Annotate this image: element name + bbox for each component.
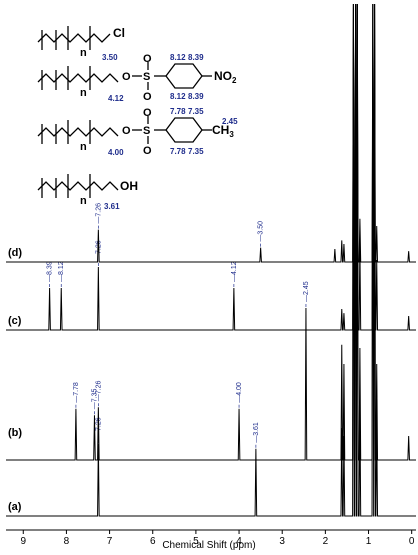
group-ch3: CH3 [212, 123, 234, 139]
shift-3.50-struct: 3.50 [102, 53, 118, 62]
series-label-a: (a) [8, 501, 22, 513]
structure-nosylate [37, 62, 212, 90]
x-tick-label: 0 [409, 536, 415, 547]
repeat-n-4: n [80, 195, 87, 207]
x-tick-label: 6 [150, 536, 156, 547]
svg-text:O: O [122, 125, 131, 137]
shift-3.61-struct: 3.61 [104, 202, 120, 211]
structure-alcohol [37, 174, 119, 198]
repeat-n-2: n [80, 87, 87, 99]
shift-7.35-top: 7.35 [188, 107, 204, 116]
structure-tosylate [37, 116, 212, 144]
group-no2: NO2 [214, 69, 237, 85]
repeat-n-3: n [80, 141, 87, 153]
x-axis-ticks: 9 8 7 6 5 4 3 2 1 0 [20, 530, 415, 547]
shift-7.78-bot: 7.78 [170, 147, 186, 156]
shift-8.12-bot: 8.12 [170, 92, 186, 101]
spectrum-d [6, 3, 416, 263]
peak-label-4.00: —4.00 [236, 382, 243, 403]
peak-label-7.26: —7.26 [95, 203, 102, 224]
peak-label-2.45: —2.45 [303, 281, 310, 302]
svg-text:O: O [143, 145, 152, 157]
shift-8.39-top: 8.39 [188, 53, 204, 62]
group-cl: Cl [113, 26, 125, 40]
x-tick-label: 8 [64, 536, 70, 547]
series-label-d: (d) [8, 247, 22, 259]
peak-label-7.26: —7.26 [95, 380, 102, 401]
svg-text:O: O [143, 53, 152, 65]
shift-4.00-struct: 4.00 [108, 148, 124, 157]
shift-7.78-top: 7.78 [170, 107, 186, 116]
peak-label-4.12: —4.12 [231, 261, 238, 282]
svg-text:S: S [143, 71, 150, 83]
structure-chloride [37, 26, 111, 50]
svg-text:O: O [122, 71, 131, 83]
x-tick-label: 1 [366, 536, 372, 547]
peak-label-7.78: —7.78 [73, 382, 80, 403]
x-tick-label: 5 [193, 536, 199, 547]
peak-label-7.35: —7.35 [91, 388, 98, 409]
repeat-n-1: n [80, 47, 87, 59]
spectrum-c [6, 3, 416, 331]
shift-2.45-struct: 2.45 [222, 117, 238, 126]
shift-4.12-struct: 4.12 [108, 94, 124, 103]
svg-text:S: S [143, 125, 150, 137]
peak-label-3.50: —3.50 [258, 221, 265, 242]
x-tick-label: 3 [279, 536, 285, 547]
peak-label-8.39: —8.39 [47, 261, 54, 282]
peak-label-3.61: —3.61 [253, 422, 260, 443]
shift-7.35-bot: 7.35 [188, 147, 204, 156]
svg-text:O: O [143, 107, 152, 119]
x-tick-label: 7 [107, 536, 113, 547]
shift-8.39-bot: 8.39 [188, 92, 204, 101]
spectra-group: (a)—7.26—3.61(b)—7.78—7.35—7.26—4.00—2.4… [6, 3, 416, 517]
group-oh: OH [120, 179, 138, 193]
x-tick-label: 4 [236, 536, 242, 547]
x-tick-label: 2 [323, 536, 329, 547]
shift-8.12-top: 8.12 [170, 53, 186, 62]
series-label-b: (b) [8, 427, 22, 439]
series-label-c: (c) [8, 315, 22, 327]
svg-text:O: O [143, 91, 152, 103]
x-tick-label: 9 [20, 536, 26, 547]
x-axis-label: Chemical Shift (ppm) [162, 540, 255, 550]
peak-label-8.12: —8.12 [58, 261, 65, 282]
